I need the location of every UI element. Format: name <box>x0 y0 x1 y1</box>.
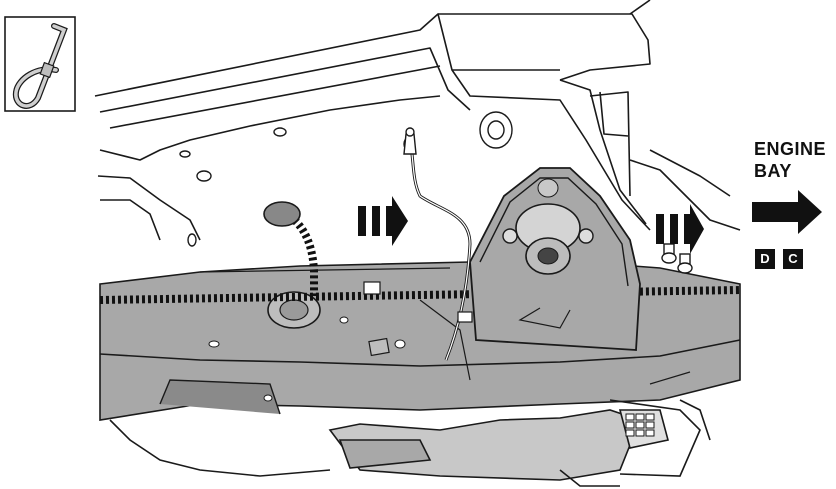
step-badge-c: C <box>783 249 803 269</box>
connector-grid <box>626 414 654 436</box>
strut-mount-bracket <box>470 168 640 350</box>
upper-body-structure <box>95 0 740 240</box>
engine-bay-label-line1: ENGINE <box>754 138 826 160</box>
movement-arrow-left <box>358 196 408 246</box>
cable-tie-icon <box>4 16 76 112</box>
wire-clip-upper <box>364 282 380 294</box>
wire-clip <box>458 312 472 322</box>
lower-components <box>110 400 710 486</box>
engine-bay-label: ENGINE BAY <box>754 138 826 182</box>
engine-bay-label-line2: BAY <box>754 160 826 182</box>
sensor-plug <box>404 134 416 154</box>
engine-bay-arrow <box>752 190 822 234</box>
firewall-grommet <box>264 202 300 226</box>
cowl-panel <box>100 262 740 420</box>
rail-clips <box>180 112 512 246</box>
movement-arrow-right <box>656 204 704 254</box>
step-badge-d: D <box>755 249 775 269</box>
